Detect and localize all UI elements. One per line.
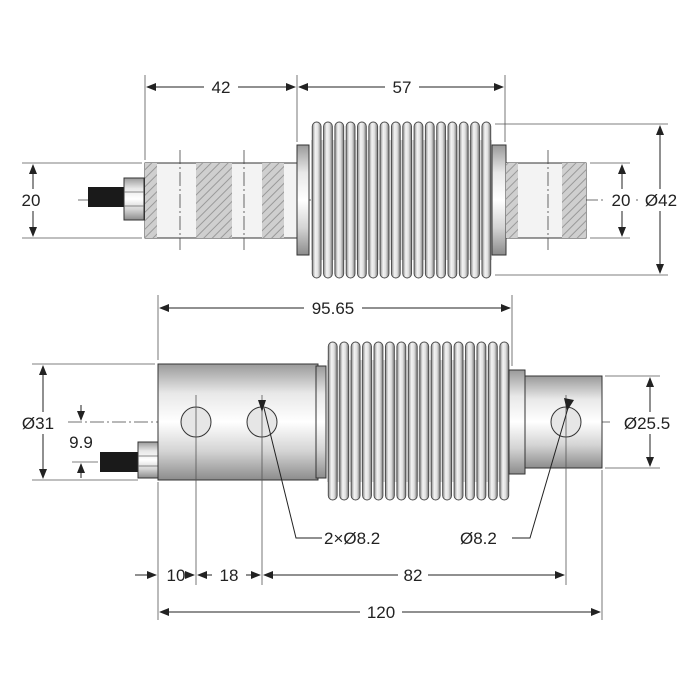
dim-label-9-9: 9.9 (69, 433, 93, 452)
top-bellows-rib (436, 121, 446, 279)
dim-label-dia-31: Ø31 (22, 414, 54, 433)
top-bellows-rib (345, 121, 356, 279)
front-bellows-rib (442, 341, 453, 501)
front-bellows-rib (327, 341, 338, 501)
top-right-collar (491, 144, 507, 256)
top-bellows-rib (390, 121, 401, 279)
top-bellows-rib (470, 121, 480, 279)
callout-dia-8-2: Ø8.2 (460, 529, 497, 548)
dim-label-20-left: 20 (22, 191, 41, 210)
top-bellows-rib (334, 121, 345, 279)
top-bellows-rib (379, 121, 390, 279)
top-cable-gland (123, 177, 145, 221)
dim-label-18: 18 (220, 566, 239, 585)
top-bellows-rib (402, 121, 413, 279)
front-bellows-rib (487, 341, 498, 501)
dim-label-57: 57 (393, 78, 412, 97)
top-bellows-rib (323, 121, 333, 279)
front-bellows-rib (419, 341, 430, 501)
dim-label-10: 10 (167, 566, 186, 585)
front-bellows-rib (362, 341, 372, 501)
front-cable-gland (137, 441, 159, 479)
top-bellows-rib (368, 121, 379, 279)
top-cable (88, 187, 128, 207)
front-bellows (327, 341, 510, 501)
leader-8-2 (512, 407, 569, 539)
dim-label-42: 42 (212, 78, 231, 97)
front-bellows-rib (465, 341, 475, 501)
top-bellows-rib (311, 121, 322, 279)
dim-label-dia-42: Ø42 (645, 191, 677, 210)
front-bellows-rib (385, 341, 395, 501)
top-right-section-0 (506, 163, 518, 238)
front-cable (100, 452, 142, 472)
top-bellows-rib (458, 121, 469, 279)
top-bellows-rib (447, 121, 458, 279)
front-right-collar (508, 369, 526, 475)
top-left-section-1 (196, 163, 232, 238)
dim-label-95-65: 95.65 (312, 299, 355, 318)
top-right-section-1 (562, 163, 586, 238)
dim-label-120: 120 (367, 603, 395, 622)
top-left-section-2 (262, 163, 284, 238)
front-left-collar (315, 365, 327, 479)
front-view: 95.65 Ø31 9.9 Ø25.5 2×Ø8.2 Ø8.2 10 1 (16, 295, 678, 623)
top-bellows-rib (357, 121, 367, 279)
top-view: 42 57 20 20 Ø42 (16, 75, 684, 279)
top-bellows-rib (481, 121, 492, 279)
dim-label-82: 82 (404, 566, 423, 585)
front-bellows-rib (350, 341, 361, 501)
front-bellows-rib (430, 341, 441, 501)
front-bellows-rib (453, 341, 464, 501)
front-bellows-rib (339, 341, 350, 501)
top-bellows-rib (424, 121, 435, 279)
leader-2x8-2 (263, 407, 322, 539)
dim-label-dia-25-5: Ø25.5 (624, 414, 670, 433)
front-bellows-rib (476, 341, 487, 501)
callout-2x-dia-8-2: 2×Ø8.2 (324, 529, 380, 548)
top-bellows-rib (413, 121, 424, 279)
dim-label-20-right: 20 (612, 191, 631, 210)
front-bellows-rib (396, 341, 407, 501)
front-bellows-rib (373, 341, 384, 501)
front-bellows-rib (499, 341, 510, 501)
top-left-section-0 (145, 163, 157, 238)
front-bellows-rib (407, 341, 418, 501)
top-bellows (311, 121, 492, 279)
top-left-collar (296, 144, 310, 256)
